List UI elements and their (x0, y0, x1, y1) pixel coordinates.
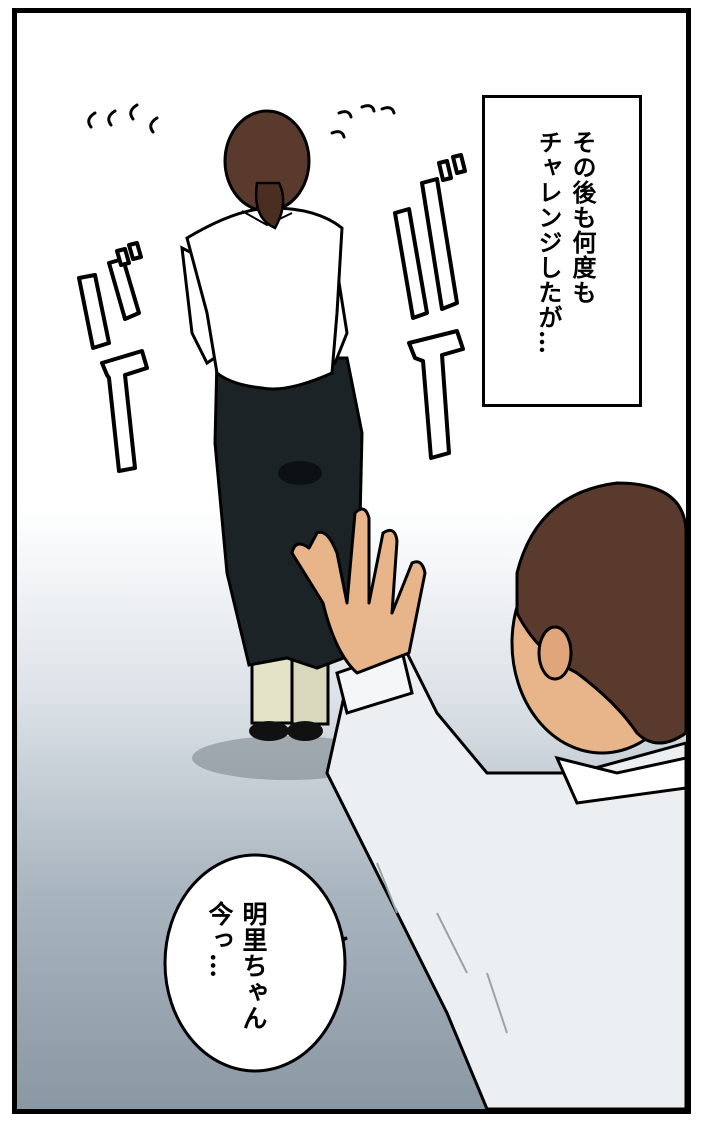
comic-panel: その後も何度も チャレンジしたが… 明里ちゃん 今っ… バタ バタ (12, 8, 691, 1114)
speech-line-1: 明里ちゃん (239, 901, 268, 1031)
speech-bubble-text: 明里ちゃん 今っ… (202, 901, 270, 1031)
sfx-left-graphic (77, 241, 149, 473)
illustration (77, 103, 686, 1109)
narration-box: その後も何度も チャレンジしたが… (482, 95, 642, 407)
woman-figure (180, 109, 364, 741)
speech-line-2: 今っ… (205, 901, 234, 979)
nervous-marks (87, 103, 396, 139)
sfx-right-graphic (393, 153, 467, 460)
narration-line-1: その後も何度も (568, 130, 597, 305)
speech-bubble-shape (163, 853, 348, 1073)
narration-text: その後も何度も チャレンジしたが… (531, 130, 599, 355)
narration-line-2: チャレンジしたが… (534, 130, 563, 355)
man-figure (290, 481, 686, 1109)
